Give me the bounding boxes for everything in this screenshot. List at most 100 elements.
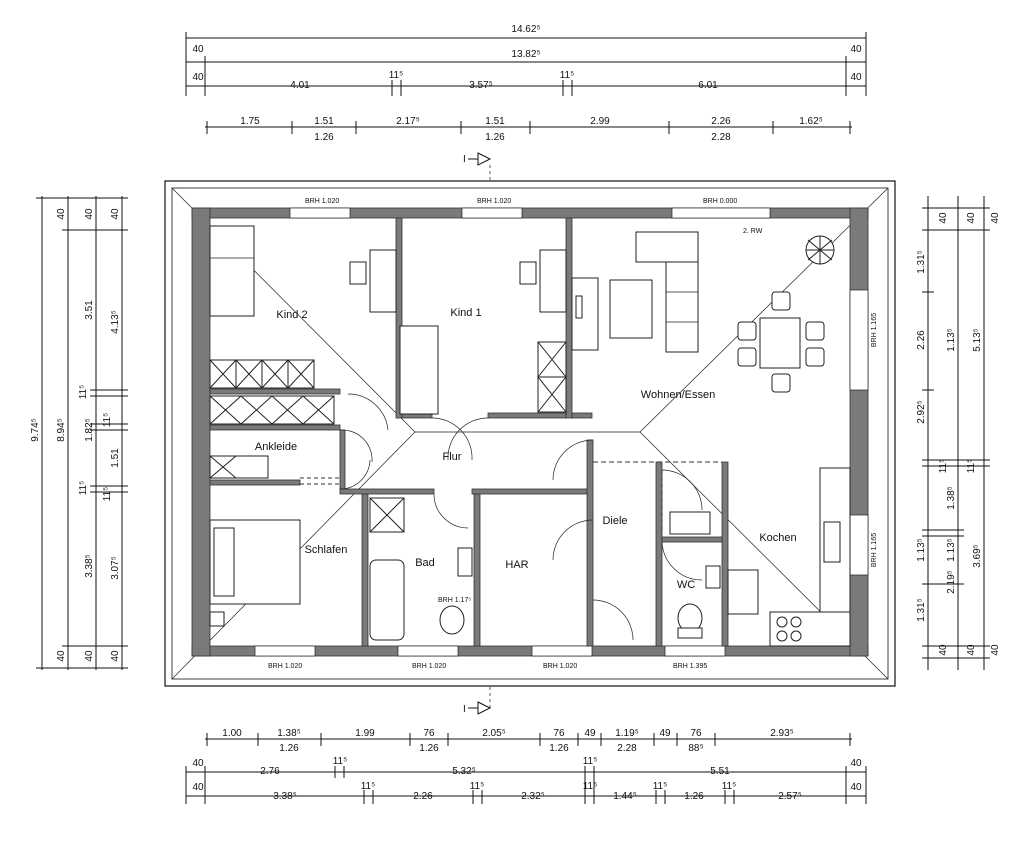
room-label-kochen: Kochen [759,532,796,544]
svg-text:49: 49 [659,728,671,739]
svg-text:11⁵: 11⁵ [583,756,598,767]
svg-text:2.17⁵: 2.17⁵ [396,116,420,127]
svg-text:2.57⁵: 2.57⁵ [778,791,802,802]
room-label-schlafen: Schlafen [305,544,348,556]
window-label: BRH 0.000 [703,198,737,205]
window-label: BRH 1.165 [871,533,878,567]
svg-text:40: 40 [56,208,67,220]
svg-text:1.31⁵: 1.31⁵ [916,598,927,622]
furniture [209,225,851,647]
exterior-walls [191,207,869,657]
svg-text:13.82⁵: 13.82⁵ [511,49,540,60]
svg-text:5.51: 5.51 [710,766,730,777]
window-label: BRH 1.020 [268,663,302,670]
svg-text:40: 40 [990,644,1001,656]
svg-text:1.51: 1.51 [485,116,505,127]
roof-outline [164,180,896,687]
svg-text:1.13⁵: 1.13⁵ [946,328,957,352]
svg-text:11⁵: 11⁵ [333,756,348,767]
window-label: BRH 1.395 [673,663,707,670]
room-label-kind2: Kind 2 [276,309,307,321]
svg-text:2.26: 2.26 [916,330,927,350]
dashed-lines [300,461,722,530]
svg-text:2.28: 2.28 [711,132,731,143]
svg-text:11⁵: 11⁵ [361,781,376,792]
interior-walls [209,217,729,647]
svg-text:1.62⁵: 1.62⁵ [799,116,823,127]
svg-text:40: 40 [110,208,121,220]
svg-text:I: I [463,154,466,165]
svg-text:1.31⁵: 1.31⁵ [916,250,927,274]
svg-text:40: 40 [850,758,862,769]
svg-text:1.26: 1.26 [549,743,569,754]
svg-text:2.93⁵: 2.93⁵ [770,728,794,739]
section-mark-bottom: I [463,701,492,715]
right-dimensions: 40 1.31⁵ 2.26 2.92⁵ 11⁵ 1.13⁵ 1.31⁵ 40 4… [916,196,1001,670]
window-label: BRH 1.020 [543,663,577,670]
room-label-wohnen: Wohnen/Essen [641,389,715,401]
svg-text:8.94⁵: 8.94⁵ [56,418,67,442]
svg-text:3.57⁵: 3.57⁵ [469,80,493,91]
svg-text:11⁵: 11⁵ [560,70,575,81]
svg-text:49: 49 [584,728,596,739]
svg-text:1.26: 1.26 [419,743,439,754]
svg-text:3.69⁵: 3.69⁵ [972,544,983,568]
svg-text:11⁵: 11⁵ [78,385,89,400]
svg-text:2.26: 2.26 [711,116,731,127]
svg-text:88⁵: 88⁵ [688,743,703,754]
svg-text:1.26: 1.26 [279,743,299,754]
window-label: BRH 1.165 [871,313,878,347]
svg-text:40: 40 [938,644,949,656]
svg-text:1.51: 1.51 [110,448,121,468]
svg-text:40: 40 [84,208,95,220]
room-labels: Kind 2 Kind 1 Wohnen/Essen Ankleide Flur… [255,307,797,591]
room-label-kind1: Kind 1 [450,307,481,319]
svg-text:40: 40 [966,644,977,656]
svg-text:2.92⁵: 2.92⁵ [916,400,927,424]
dim-total-width: 14.62⁵ [511,24,540,35]
svg-text:9.74⁵: 9.74⁵ [30,418,41,442]
svg-text:11⁵: 11⁵ [722,781,737,792]
section-mark-top: I [463,152,492,166]
svg-text:1.26: 1.26 [485,132,505,143]
svg-text:I: I [463,704,466,715]
svg-text:76: 76 [553,728,565,739]
svg-text:1.00: 1.00 [222,728,242,739]
svg-text:1.26: 1.26 [314,132,334,143]
svg-text:4.13⁵: 4.13⁵ [110,310,121,334]
svg-text:40: 40 [84,650,95,662]
svg-text:11⁵: 11⁵ [653,781,668,792]
svg-text:2.28: 2.28 [617,743,637,754]
svg-text:3.38⁵: 3.38⁵ [84,554,95,578]
svg-text:1.38⁵: 1.38⁵ [277,728,301,739]
svg-text:5.32⁵: 5.32⁵ [452,766,476,777]
svg-text:1.13⁵: 1.13⁵ [946,538,957,562]
svg-text:2.19⁵: 2.19⁵ [946,570,957,594]
svg-text:2.05⁵: 2.05⁵ [482,728,506,739]
svg-text:3.51: 3.51 [84,300,95,320]
svg-text:40: 40 [192,72,204,83]
svg-text:2.99: 2.99 [590,116,610,127]
svg-text:3.38⁵: 3.38⁵ [273,791,297,802]
svg-text:2.76: 2.76 [260,766,280,777]
svg-text:2.26: 2.26 [413,791,433,802]
room-label-ankleide: Ankleide [255,441,297,453]
svg-text:11⁵: 11⁵ [78,481,89,496]
svg-text:6.01: 6.01 [698,80,718,91]
svg-text:40: 40 [850,782,862,793]
svg-text:3.07⁵: 3.07⁵ [110,556,121,580]
svg-text:40: 40 [850,72,862,83]
svg-text:40: 40 [990,212,1001,224]
svg-text:1.13⁵: 1.13⁵ [916,538,927,562]
svg-text:2.32⁵: 2.32⁵ [521,791,545,802]
room-label-wc: WC [677,579,695,591]
svg-text:1.82⁵: 1.82⁵ [84,418,95,442]
svg-text:40: 40 [192,758,204,769]
window-label: BRH 1.020 [305,198,339,205]
svg-text:40: 40 [850,44,862,55]
window-label: 2. RW [743,228,763,235]
svg-text:1.99: 1.99 [355,728,375,739]
svg-text:1.19⁵: 1.19⁵ [615,728,639,739]
svg-text:1.51: 1.51 [314,116,334,127]
